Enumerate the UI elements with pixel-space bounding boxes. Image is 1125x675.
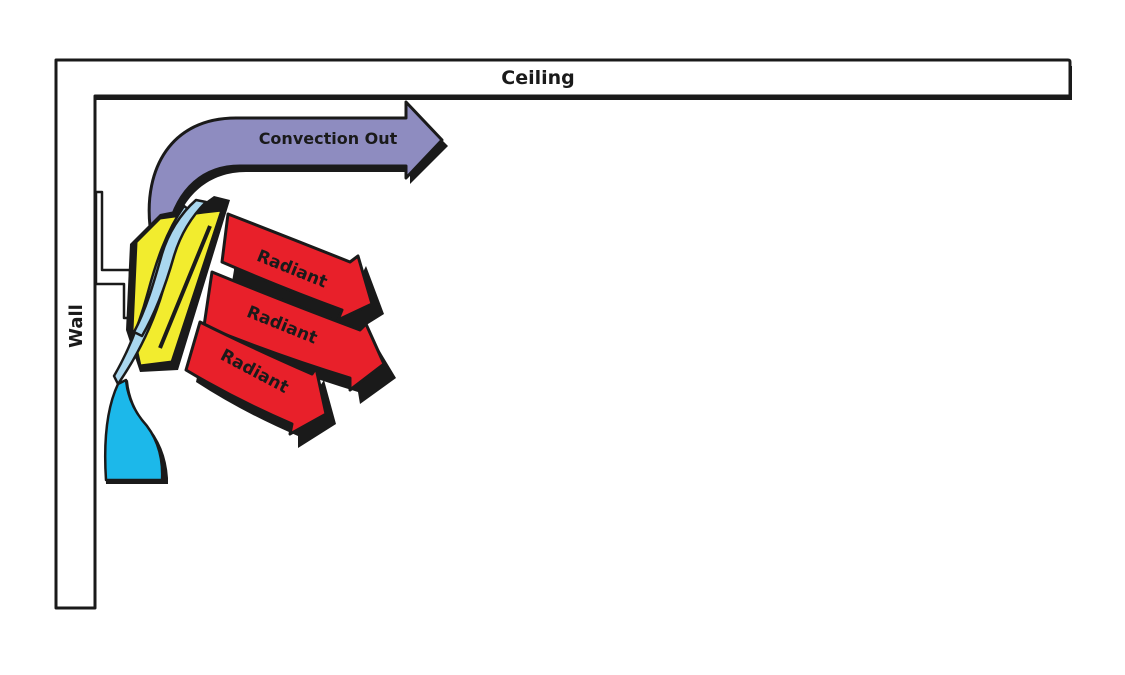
ceiling-label: Ceiling xyxy=(501,67,575,89)
wall-bracket xyxy=(94,190,132,320)
wall-label: Wall xyxy=(66,304,87,348)
radiant-arrow-bottom xyxy=(184,320,336,448)
convection-label: Convection Out xyxy=(259,129,398,148)
convection-arrow xyxy=(147,100,449,236)
air-streams xyxy=(112,198,208,386)
radiant-arrow-middle xyxy=(202,270,396,404)
water-inlet xyxy=(103,378,168,484)
radiant-arrow-top xyxy=(220,212,384,334)
heater-panel xyxy=(126,196,230,372)
